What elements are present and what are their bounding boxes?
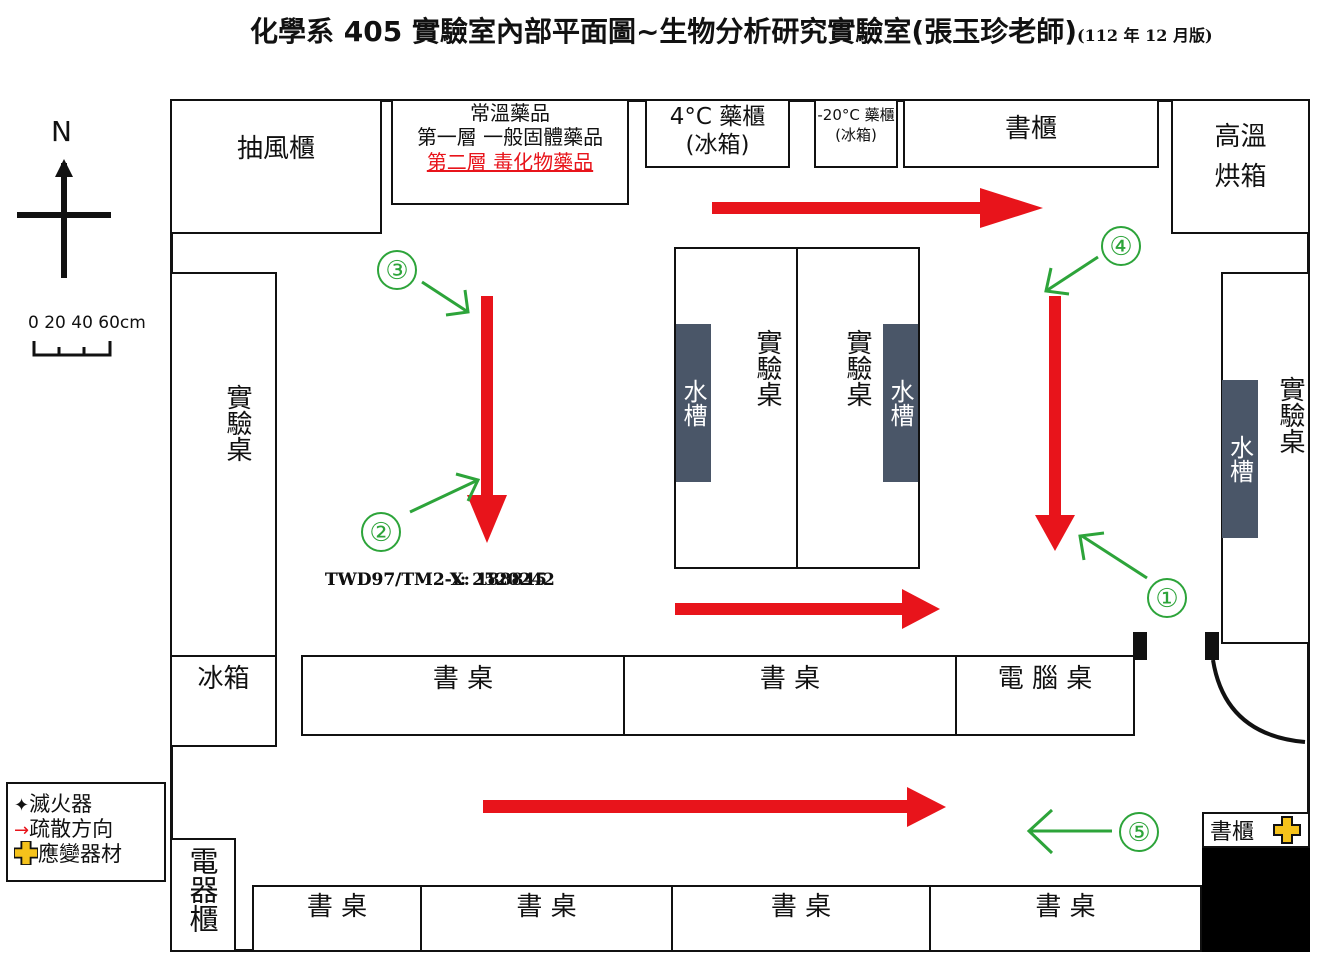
evacuation-arrow-left-down [467, 296, 507, 543]
marker-arrow-2 [409, 472, 481, 514]
marker-4: ④ [1101, 226, 1141, 266]
evacuation-arrow-top [712, 188, 1043, 228]
freezer-minus20-line1: -20°C 藥櫃 [817, 106, 895, 124]
scale-label: 0 20 40 60cm [28, 313, 146, 333]
north-label: N [51, 115, 72, 148]
desk-bottom-3-label: 書 桌 [770, 892, 832, 922]
evacuation-arrow-bottom [483, 787, 946, 827]
bookcase-top-label: 書櫃 [1004, 114, 1057, 144]
fridge-4c-line1: 4°C 藥櫃 [669, 104, 766, 130]
chemical-cabinet-line3: 第二層 毒化物藥品 [426, 150, 594, 174]
computer-desk: 電 腦 桌 [955, 655, 1135, 736]
fume-hood-label: 抽風櫃 [236, 134, 315, 164]
legend-extinguisher-label: 滅火器 [29, 792, 93, 816]
legend-extinguisher: ✦滅火器 [14, 788, 158, 816]
fume-hood: 抽風櫃 [170, 99, 382, 234]
fridge: 冰箱 [170, 655, 277, 747]
chemical-cabinet: 常溫藥品 第一層 一般固體藥品 第二層 毒化物藥品 [391, 99, 629, 205]
desk-bottom-2-label: 書 桌 [516, 892, 577, 922]
lab-bench-east-label: 實驗桌 [1275, 376, 1305, 454]
compass-icon [17, 159, 111, 278]
title-edition: (112 年 12 月版) [1077, 26, 1213, 45]
marker-2: ② [361, 512, 401, 552]
lab-bench-island-right-label: 實驗桌 [842, 329, 872, 407]
lab-bench-island-left-label: 實驗桌 [752, 329, 782, 407]
desk-middle-2: 書 桌 [623, 655, 957, 736]
electric-cabinet-label: 電器櫃 [185, 846, 219, 933]
desk-bottom-1: 書 桌 [252, 885, 422, 952]
marker-1: ① [1147, 578, 1187, 618]
emergency-cross-icon [13, 840, 39, 866]
legend-evacuation: →疏散方向 [14, 813, 158, 841]
fridge-label: 冰箱 [197, 664, 250, 694]
desk-bottom-3: 書 桌 [671, 885, 931, 952]
lab-bench-west: 實驗桌 [170, 272, 277, 657]
marker-arrow-1 [1078, 531, 1148, 580]
oven-line2: 烘箱 [1214, 162, 1267, 192]
legend-evacuation-label: 疏散方向 [29, 817, 114, 841]
evacuation-arrow-middle [675, 589, 940, 629]
marker-arrow-5 [1026, 808, 1112, 855]
marker-arrow-3 [421, 280, 470, 317]
sink-east: 水槽 [1222, 380, 1258, 538]
fridge-4c-cabinet: 4°C 藥櫃 (冰箱) [645, 99, 790, 168]
oven-line1: 高溫 [1214, 122, 1267, 152]
marker-arrow-4 [1044, 255, 1099, 296]
legend-emergency-label: 應變器材 [38, 842, 122, 866]
extinguisher-icon: ✦ [14, 795, 30, 816]
sink-east-label: 水槽 [1225, 435, 1254, 483]
lab-bench-west-label: 實驗桌 [222, 384, 252, 462]
freezer-minus20-line2: (冰箱) [835, 126, 877, 144]
bookcase-small-label: 書櫃 [1210, 820, 1255, 845]
desk-bottom-4-label: 書 桌 [1035, 892, 1096, 922]
coordinate-y: TWD97/TM2-Y: 2520242 [325, 570, 555, 590]
scale-ruler-icon [32, 341, 112, 357]
evacuation-arrow-right-down [1035, 296, 1075, 551]
chemical-cabinet-line1: 常溫藥品 [470, 101, 550, 125]
marker-5: ⑤ [1119, 812, 1159, 852]
door-post-right [1205, 632, 1219, 660]
desk-bottom-2: 書 桌 [420, 885, 673, 952]
title-main: 化學系 405 實驗室內部平面圖~生物分析研究實驗室(張玉珍老師) [250, 15, 1078, 48]
desk-middle-1: 書 桌 [301, 655, 625, 736]
evacuation-arrow-icon: → [14, 820, 30, 841]
door-post-left [1133, 632, 1147, 660]
desk-middle-2-label: 書 桌 [759, 664, 821, 694]
chemical-cabinet-line2: 第一層 一般固體藥品 [416, 125, 604, 149]
bookcase-top: 書櫃 [903, 99, 1159, 168]
electric-cabinet: 電器櫃 [170, 838, 236, 952]
high-temp-oven: 高溫 烘箱 [1171, 99, 1310, 234]
coordinates: TWD97/TM2-X: 188845 TWD97/TM2-Y: 2520242 [325, 570, 580, 616]
coordinate-x: TWD97/TM2-X: 188845 [325, 570, 547, 590]
sink-island-right: 水槽 [883, 324, 918, 482]
scale-bar: 0 20 40 60cm [28, 313, 148, 363]
sink-island-left: 水槽 [676, 324, 711, 482]
desk-bottom-4: 書 桌 [929, 885, 1202, 952]
legend: ✦滅火器 →疏散方向 應變器材 [6, 782, 166, 882]
page-title: 化學系 405 實驗室內部平面圖~生物分析研究實驗室(張玉珍老師)(112 年 … [250, 10, 1335, 50]
desk-middle-1-label: 書 桌 [432, 664, 494, 694]
legend-emergency: 應變器材 [13, 838, 158, 866]
sink-island-right-label: 水槽 [886, 379, 914, 427]
sink-island-left-label: 水槽 [679, 379, 707, 427]
emergency-equipment-icon [1273, 816, 1301, 844]
fridge-4c-line2: (冰箱) [685, 132, 750, 158]
desk-bottom-1-label: 書 桌 [306, 892, 368, 922]
black-block [1202, 848, 1310, 952]
door-swing-arc [1211, 659, 1306, 744]
marker-3: ③ [377, 250, 417, 290]
computer-desk-label: 電 腦 桌 [997, 664, 1093, 694]
compass: N [14, 115, 114, 285]
freezer-minus20-cabinet: -20°C 藥櫃 (冰箱) [814, 99, 898, 168]
